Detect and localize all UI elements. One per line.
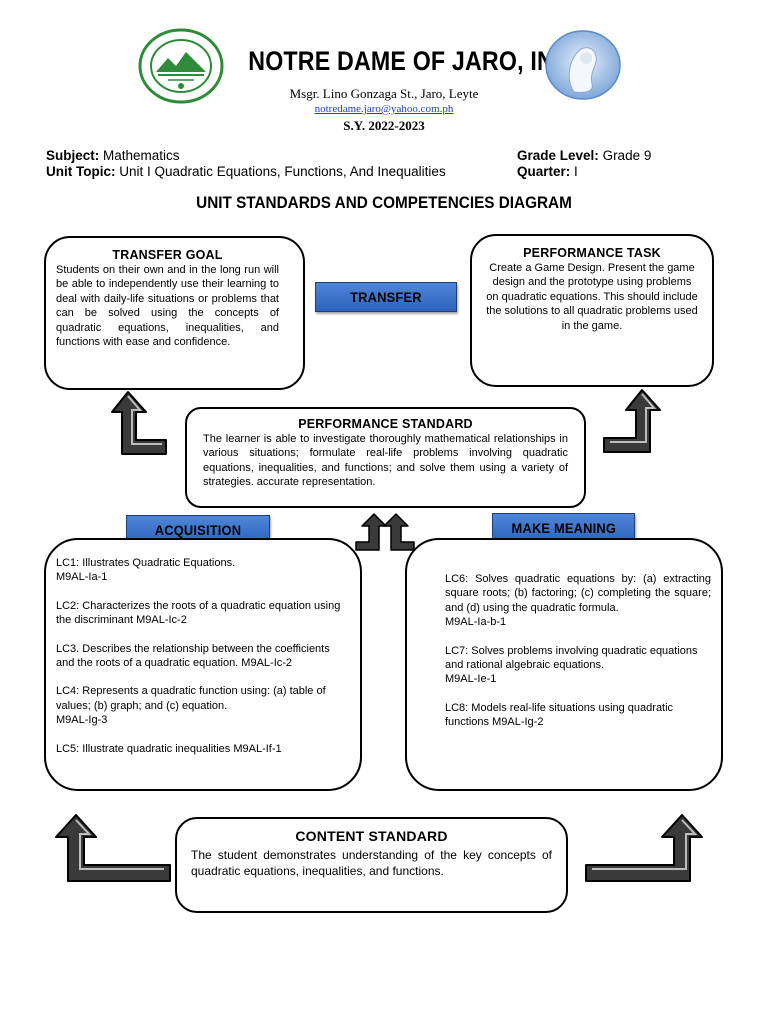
content-standard-text: The student demonstrates understanding o… — [191, 848, 552, 878]
lc-item: LC8: Models real-life situations using q… — [445, 701, 674, 729]
unit-row: Unit Topic: Unit I Quadratic Equations, … — [46, 164, 446, 179]
school-name: NOTRE DAME OF JARO, INC. — [248, 46, 578, 76]
unit-label: Unit Topic: — [46, 164, 116, 179]
performance-standard-text: The learner is able to investigate thoro… — [203, 433, 568, 489]
lc-item: LC2: Characterizes the roots of a quadra… — [56, 599, 341, 627]
school-year: S.Y. 2022-2023 — [343, 118, 425, 133]
transfer-goal-text: Students on their own and in the long ru… — [56, 264, 279, 349]
lc-item: LC5: Illustrate quadratic inequalities M… — [56, 742, 282, 755]
arrow-up-left-icon — [111, 391, 167, 455]
performance-standard-box: PERFORMANCE STANDARD The learner is able… — [185, 407, 586, 508]
arrow-up-left-bottom-icon — [55, 814, 171, 882]
performance-task-text: Create a Game Design. Present the game d… — [486, 262, 698, 332]
diagram-title: UNIT STANDARDS AND COMPETENCIES DIAGRAM — [196, 193, 572, 212]
quarter-label: Quarter: — [517, 164, 571, 179]
lc-item: LC6: Solves quadratic equations by: (a) … — [445, 573, 711, 629]
grade-row: Grade Level: Grade 9 — [517, 148, 651, 163]
grade-value: Grade 9 — [602, 148, 652, 163]
performance-task-box: PERFORMANCE TASK Create a Game Design. P… — [470, 234, 714, 387]
lc-item: LC3. Describes the relationship between … — [56, 642, 330, 670]
subject-row: Subject: Mathematics — [46, 148, 180, 163]
content-standard-title: CONTENT STANDARD — [295, 828, 448, 844]
performance-task-title: PERFORMANCE TASK — [523, 246, 661, 260]
transfer-label: TRANSFER — [315, 282, 457, 312]
grade-label: Grade Level: — [517, 148, 599, 163]
performance-standard-title: PERFORMANCE STANDARD — [298, 417, 473, 431]
arrow-up-right-bottom-icon — [585, 814, 703, 882]
subject-value: Mathematics — [103, 148, 180, 163]
unit-value: Unit I Quadratic Equations, Functions, A… — [119, 164, 446, 179]
lc-item: LC7: Solves problems involving quadratic… — [445, 644, 698, 686]
quarter-row: Quarter: I — [517, 164, 578, 179]
make-meaning-box: LC6: Solves quadratic equations by: (a) … — [405, 538, 723, 791]
content-standard-box: CONTENT STANDARD The student demonstrate… — [175, 817, 568, 913]
transfer-goal-title: TRANSFER GOAL — [112, 248, 223, 262]
arrow-up-right-icon — [603, 389, 661, 453]
lc-item: LC4: Represents a quadratic function usi… — [56, 685, 326, 727]
transfer-goal-box: TRANSFER GOAL Students on their own and … — [44, 236, 305, 390]
quarter-value: I — [574, 164, 578, 179]
school-address: Msgr. Lino Gonzaga St., Jaro, Leyte — [289, 86, 479, 101]
subject-label: Subject: — [46, 148, 100, 163]
lc-item: LC1: Illustrates Quadratic Equations.M9A… — [56, 557, 236, 584]
acquisition-box: LC1: Illustrates Quadratic Equations.M9A… — [44, 538, 362, 791]
school-email-link[interactable]: notredame.jaro@yahoo.com.ph — [314, 103, 454, 115]
school-seal-logo — [138, 28, 224, 104]
twin-arrows-up-icon — [355, 513, 415, 551]
virgin-mary-emblem — [545, 30, 621, 100]
